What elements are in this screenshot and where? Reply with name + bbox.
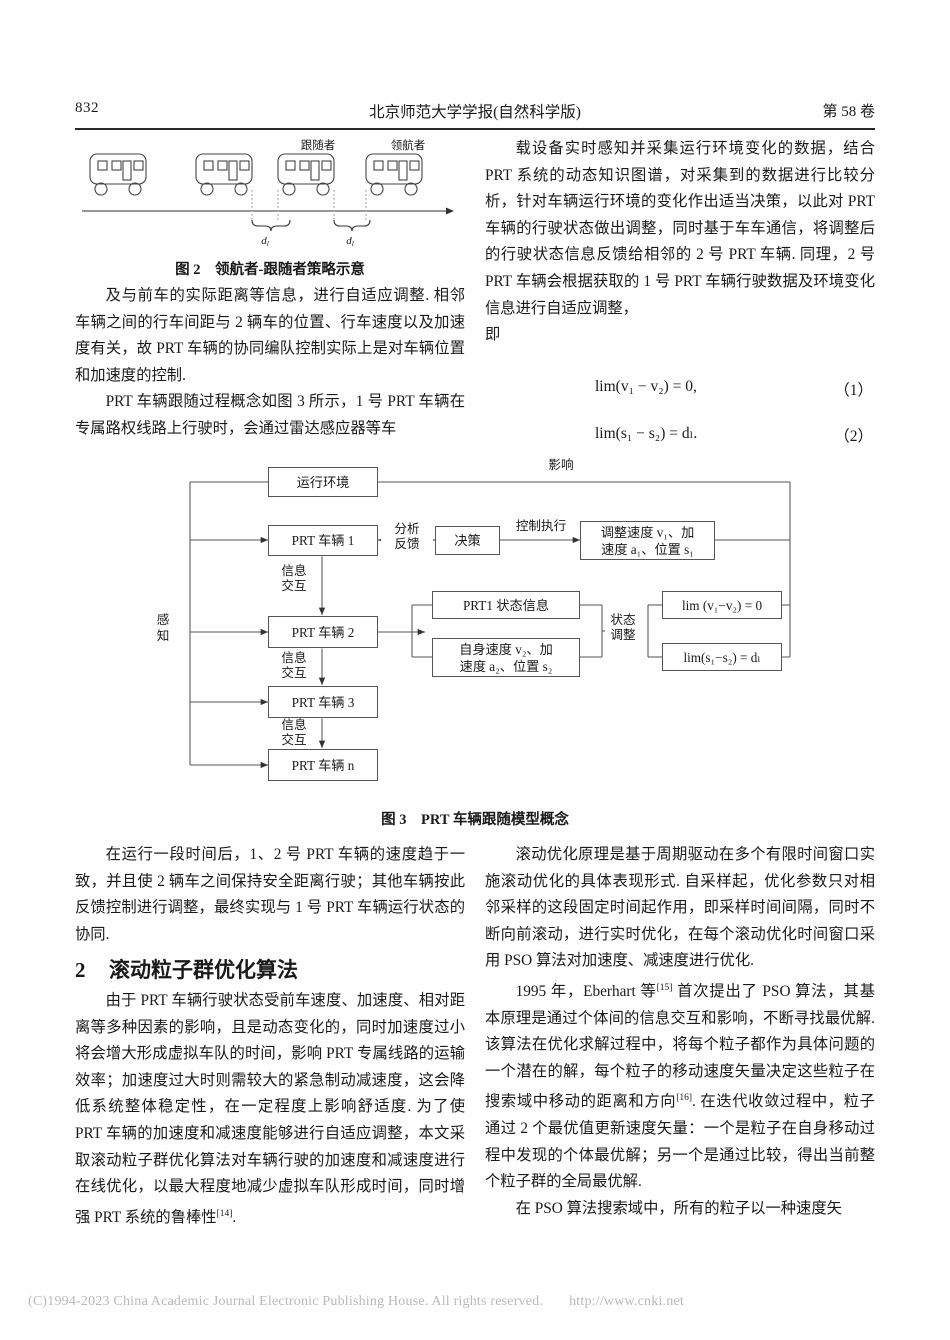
section-title: 滚动粒子群优化算法 xyxy=(109,958,298,983)
left-column-top: 及与前车的实际距离等信息，进行自适应调整. 相邻车辆之间的行车间距与 2 辆车的… xyxy=(75,283,465,443)
right-paragraph-1: 载设备实时感知并采集运行环境变化的数据，结合 PRT 系统的动态知识图谱，对采集… xyxy=(485,140,875,317)
figure-2-caption: 图 2 领航者-跟随者策略示意 xyxy=(175,262,365,278)
fig3-box-vehicle-3: PRT 车辆 3 xyxy=(268,686,378,718)
volume-label: 第 58 卷 xyxy=(822,104,875,120)
figure-3-caption: 图 3 PRT 车辆跟随模型概念 xyxy=(381,812,569,828)
equation-1-number: （1） xyxy=(834,382,873,399)
right-paragraph-2: 即 xyxy=(485,326,501,344)
figure-2-leader-follower: 跟随者 领航者 dl dl xyxy=(82,138,454,248)
fig3-box-adjust-speed: 调整速度 v₁、加 速度 a₁、位置 s₁ xyxy=(580,521,715,560)
right-p4-text-a: 1995 年，Eberhart 等 xyxy=(515,983,657,1001)
figure2-leader-label: 领航者 xyxy=(391,138,426,152)
left-p4-text-a: 由于 PRT 车辆行驶状态受前车速度、加速度、相对距离等多种因素的影响，且是动态… xyxy=(75,991,465,1226)
equation-1-body: lim(v₁ − v₂) = 0, xyxy=(595,378,697,395)
fig3-label-info-exchange-2: 信息 交互 xyxy=(270,651,318,681)
header-rule xyxy=(75,128,875,130)
ref-15: [15] xyxy=(656,982,673,993)
fig3-box-vehicle-1: PRT 车辆 1 xyxy=(268,525,378,556)
fig3-label-perception: 感知 xyxy=(154,612,172,644)
fig3-box-lim-s: lim(s₁−s₂) = dₗ xyxy=(662,643,782,671)
right-paragraph-3: 滚动优化原理是基于周期驱动在多个有限时间窗口实施滚动优化的具体表现形式. 自采样… xyxy=(485,846,875,970)
fig3-label-control-exec: 控制执行 xyxy=(505,519,577,534)
fig3-label-info-exchange-1: 信息 交互 xyxy=(270,564,318,594)
fig3-box-prt1-state: PRT1 状态信息 xyxy=(432,591,580,619)
right-paragraph-5: 在 PSO 算法搜索域中，所有的粒子以一种速度矢 xyxy=(515,1199,842,1217)
figure2-distance-1: dl xyxy=(261,235,269,248)
page-folio: 832 xyxy=(75,100,99,116)
figure2-distance-2: dl xyxy=(346,235,354,248)
fig3-label-info-exchange-3: 信息 交互 xyxy=(270,718,318,748)
left-paragraph-4: 由于 PRT 车辆行驶状态受前车速度、加速度、相对距离等多种因素的影响，且是动态… xyxy=(75,988,465,1231)
right-paragraph-4: 1995 年，Eberhart 等[15] 首次提出了 PSO 算法，其基本原理… xyxy=(485,975,875,1196)
fig3-box-lim-v: lim (v₁−v₂) = 0 xyxy=(662,591,782,619)
left-column-bottom: 在运行一段时间后，1、2 号 PRT 车辆的速度趋于一致，并且使 2 辆车之间保… xyxy=(75,842,465,1231)
right-p4-text-b: 首次提出了 PSO 算法，其基本原理是通过个体间的信息交互和影响，不断寻找最优解… xyxy=(485,983,875,1111)
fig3-label-state-adjust: 状态 调整 xyxy=(605,613,641,643)
left-paragraph-3: 在运行一段时间后，1、2 号 PRT 车辆的速度趋于一致，并且使 2 辆车之间保… xyxy=(75,846,465,943)
fig3-box-environment: 运行环境 xyxy=(268,467,378,497)
right-column-top: 载设备实时感知并采集运行环境变化的数据，结合 PRT 系统的动态知识图谱，对采集… xyxy=(485,136,875,349)
running-head: 832 北京师范大学学报(自然科学版) 第 58 卷 xyxy=(75,100,875,126)
equation-2-body: lim(s₁ − s₂) = dₗ. xyxy=(595,425,698,442)
equation-block: lim(v₁ − v₂) = 0, （1） lim(s₁ − s₂) = dₗ.… xyxy=(485,378,875,458)
equation-row-1: lim(v₁ − v₂) = 0, （1） xyxy=(485,378,875,412)
ref-14: [14] xyxy=(216,1208,233,1219)
figure-3-prt-following-model: 运行环境 PRT 车辆 1 PRT 车辆 2 PRT 车辆 3 PRT 车辆 n… xyxy=(150,452,800,797)
cnki-url: http://www.cnki.net xyxy=(569,1294,684,1309)
left-paragraph-1: 及与前车的实际距离等信息，进行自适应调整. 相邻车辆之间的行车间距与 2 辆车的… xyxy=(75,287,465,384)
equation-2-number: （2） xyxy=(834,428,873,445)
right-p4-text-c: . 在迭代收敛过程中，粒子通过 2 个最优值更新速度矢量：一个是粒子在自身移动过… xyxy=(485,1093,875,1191)
fig3-box-vehicle-2: PRT 车辆 2 xyxy=(268,616,378,648)
equation-row-2: lim(s₁ − s₂) = dₗ. （2） xyxy=(485,424,875,458)
fig3-box-decision: 决策 xyxy=(435,526,500,555)
fig3-label-analysis-feedback: 分析 反馈 xyxy=(381,522,433,552)
footer-copyright-bar: (C)1994-2023 China Academic Journal Elec… xyxy=(28,1294,922,1310)
left-p4-text-b: . xyxy=(232,1208,237,1226)
figure2-follower-label: 跟随者 xyxy=(301,138,336,152)
copyright-text: (C)1994-2023 China Academic Journal Elec… xyxy=(28,1294,544,1309)
right-column-bottom: 滚动优化原理是基于周期驱动在多个有限时间窗口实施滚动优化的具体表现形式. 自采样… xyxy=(485,842,875,1223)
section-number: 2 xyxy=(75,958,86,983)
fig3-box-vehicle-n: PRT 车辆 n xyxy=(268,749,378,781)
fig3-label-influence: 影响 xyxy=(538,458,584,473)
ref-16: [16] xyxy=(676,1093,693,1104)
fig3-box-self-state: 自身速度 v₂、加 速度 a₂、位置 s₂ xyxy=(432,638,580,677)
journal-title: 北京师范大学学报(自然科学版) xyxy=(369,104,581,121)
left-paragraph-2: PRT 车辆跟随过程概念如图 3 所示，1 号 PRT 车辆在专属路权线路上行驶… xyxy=(75,393,465,437)
section-heading-2: 2 滚动粒子群优化算法 xyxy=(75,957,465,984)
